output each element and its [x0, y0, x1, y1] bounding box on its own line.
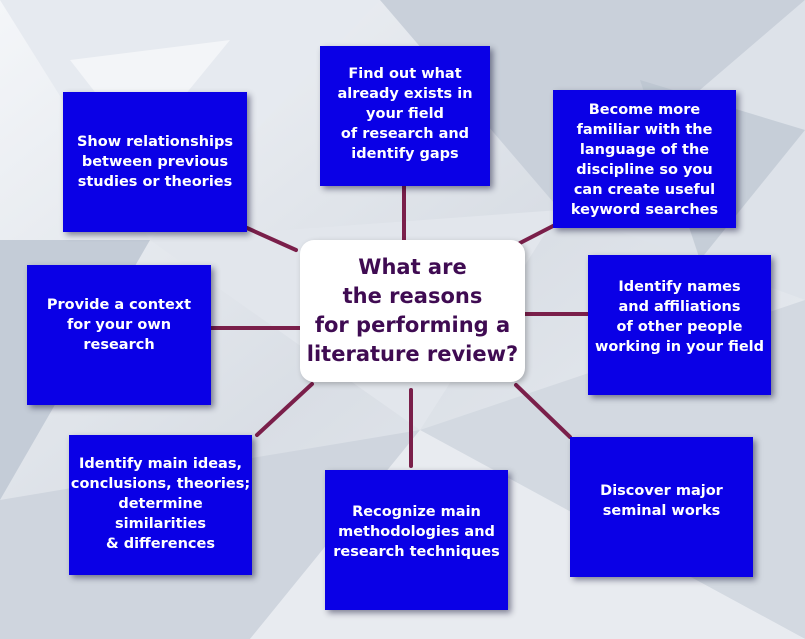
- reason-text: Provide a context for your own research: [46, 297, 192, 353]
- connector-top-left: [245, 226, 298, 252]
- reason-box-main-ideas: Identify main ideas, conclusions, theori…: [69, 435, 252, 575]
- reason-box-methodologies: Recognize main methodologies and researc…: [325, 470, 508, 610]
- reason-text: Recognize main methodologies and researc…: [333, 504, 500, 560]
- connector-top-right: [518, 224, 555, 245]
- reason-text: Become more familiar with the language o…: [570, 102, 719, 218]
- reason-box-find-gaps: Find out what already exists in your fie…: [320, 46, 490, 186]
- reason-box-relationships: Show relationships between previous stud…: [63, 92, 247, 232]
- reason-text: Discover major seminal works: [600, 483, 723, 519]
- connector-bottom-right: [514, 383, 572, 439]
- reason-box-language: Become more familiar with the language o…: [553, 90, 736, 228]
- central-question: What are the reasons for performing a li…: [300, 240, 525, 382]
- reason-box-seminal: Discover major seminal works: [570, 437, 753, 577]
- connector-bottom-left: [255, 382, 314, 437]
- central-question-text: What are the reasons for performing a li…: [306, 255, 519, 366]
- reason-text: Identify names and affiliations of other…: [594, 279, 765, 355]
- reason-text: Show relationships between previous stud…: [76, 134, 234, 190]
- reason-text: Identify main ideas, conclusions, theori…: [70, 456, 251, 552]
- reason-text: Find out what already exists in your fie…: [337, 66, 473, 162]
- reason-box-names: Identify names and affiliations of other…: [588, 255, 771, 395]
- reason-box-context: Provide a context for your own research: [27, 265, 211, 405]
